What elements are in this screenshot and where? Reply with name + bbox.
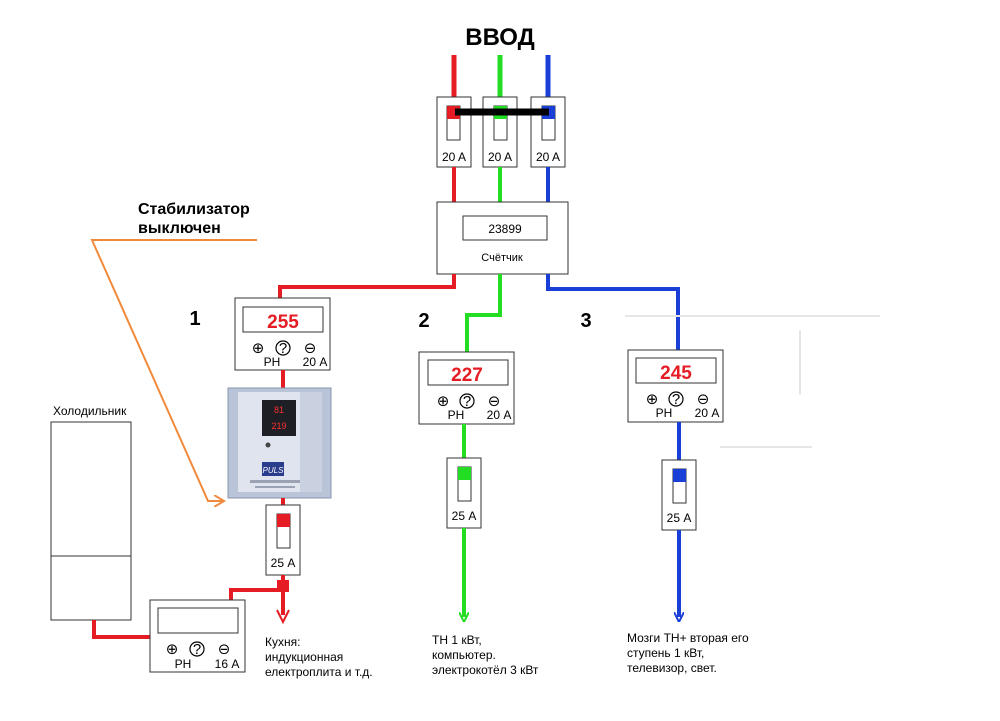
load-2-line-1: ТН 1 кВт,: [432, 633, 482, 647]
stabilizer-logo-text: PULS: [263, 466, 285, 475]
branch-breaker-3-rating: 25 А: [667, 511, 692, 525]
relay-3-plus-icon[interactable]: ⊕: [646, 391, 659, 408]
stabilizer-image: 81 219 PULS: [227, 387, 332, 499]
fridge-relay-plus-icon[interactable]: ⊕: [166, 641, 179, 658]
branch-breaker-3[interactable]: 25 А: [661, 459, 697, 531]
branch-number-2: 2: [418, 310, 429, 332]
branch-number-1: 1: [189, 308, 200, 330]
relay-1-help-circle: [275, 340, 291, 356]
input-breaker-1[interactable]: 20 A: [436, 96, 472, 168]
stabilizer-digits-bottom: 219: [271, 421, 286, 431]
relay-1-rating: 20 А: [303, 355, 328, 369]
load-3-line-1: Мозги ТН+ вторая его: [627, 631, 749, 645]
voltage-relay-3[interactable]: 245 ⊕ ? ⊖ РН 20 А: [627, 349, 724, 423]
branch1-terminal: [277, 580, 289, 592]
relay-2-plus-icon[interactable]: ⊕: [437, 393, 450, 410]
branch-wires: [278, 274, 680, 352]
relay-1-display: 255: [267, 312, 299, 333]
branch1-arrow: [276, 609, 290, 625]
branch-breaker-2-rating: 25 А: [452, 509, 477, 523]
load-1-line-1: Кухня:: [265, 635, 300, 649]
input-breaker-1-rating: 20 A: [442, 150, 466, 164]
stabilizer-logo: [262, 462, 284, 476]
branch-breaker-1-rating: 25 А: [271, 556, 296, 570]
branch-breaker-1[interactable]: 25 А: [265, 504, 301, 576]
load-caption-1: Кухня: индукционная електроплита и т.д.: [265, 635, 373, 679]
load-caption-3: Мозги ТН+ вторая его ступень 1 кВт, теле…: [627, 631, 749, 675]
load-caption-2: ТН 1 кВт, компьютер. электрокотёл 3 кВт: [432, 633, 539, 677]
relay-3-minus-icon[interactable]: ⊖: [697, 391, 710, 408]
fridge-wire: [92, 620, 150, 639]
breaker-to-meter-wires: [452, 167, 550, 202]
voltage-relay-2[interactable]: 227 ⊕ ? ⊖ РН 20 А: [418, 351, 515, 425]
fridge-label: Холодильник: [53, 404, 127, 418]
load-1-line-3: електроплита и т.д.: [265, 665, 373, 679]
branch-breaker-2[interactable]: 25 А: [446, 457, 482, 529]
load-2-line-3: электрокотёл 3 кВт: [432, 663, 539, 677]
load-3-line-3: телевизор, свет.: [627, 661, 717, 675]
input-breaker-2[interactable]: 20 A: [482, 96, 518, 168]
relay-2-help-icon[interactable]: ?: [463, 393, 471, 410]
relay-1-plus-icon[interactable]: ⊕: [252, 340, 265, 357]
stabilizer-knob: [265, 442, 271, 448]
relay-3-mode: РН: [656, 406, 673, 420]
branch-number-3: 3: [580, 310, 591, 332]
fridge-relay-help-icon[interactable]: ?: [193, 641, 201, 658]
voltage-relay-fridge[interactable]: ⊕ ? ⊖ РН 16 А: [149, 599, 246, 673]
stabilizer-note-leader: [90, 239, 257, 501]
voltage-relay-1[interactable]: 255 ⊕ ? ⊖ РН 20 А: [234, 297, 331, 371]
electricity-meter: 23899 Счётчик: [436, 201, 569, 275]
input-breaker-3-rating: 20 A: [536, 150, 560, 164]
relay-2-display: 227: [451, 365, 483, 386]
input-breaker-2-rating: 20 A: [488, 150, 512, 164]
fridge-relay-rating: 16 А: [215, 657, 240, 671]
relay-3-display: 245: [660, 363, 692, 384]
relay-1-mode: РН: [264, 355, 281, 369]
relay-3-rating: 20 А: [695, 406, 720, 420]
relay-2-rating: 20 А: [487, 408, 512, 422]
title: ВВОД: [465, 24, 535, 51]
relay-2-help-circle: [459, 393, 475, 409]
relay-1-help-icon[interactable]: ?: [279, 340, 287, 357]
fridge-relay-mode: РН: [175, 657, 192, 671]
relay-3-help-circle: [668, 391, 684, 407]
stabilizer-digits-top: 81: [274, 405, 284, 415]
load-3-line-2: ступень 1 кВт,: [627, 646, 704, 660]
meter-reading: 23899: [488, 222, 522, 236]
relay-1-minus-icon[interactable]: ⊖: [304, 340, 317, 357]
input-breaker-3[interactable]: 20 A: [530, 96, 566, 168]
relay-2-minus-icon[interactable]: ⊖: [488, 393, 501, 410]
fridge: Холодильник: [50, 404, 132, 621]
fridge-relay-help-circle: [189, 641, 205, 657]
load-1-line-2: индукционная: [265, 650, 343, 664]
relay-3-help-icon[interactable]: ?: [672, 391, 680, 408]
faint-lines: [625, 315, 880, 448]
stabilizer-note-line2: выключен: [138, 220, 221, 237]
fridge-relay-minus-icon[interactable]: ⊖: [218, 641, 231, 658]
load-2-line-2: компьютер.: [432, 648, 496, 662]
relay-2-mode: РН: [448, 408, 465, 422]
stabilizer-note-line1: Стабилизатор: [138, 201, 250, 218]
meter-label: Счётчик: [481, 252, 523, 264]
